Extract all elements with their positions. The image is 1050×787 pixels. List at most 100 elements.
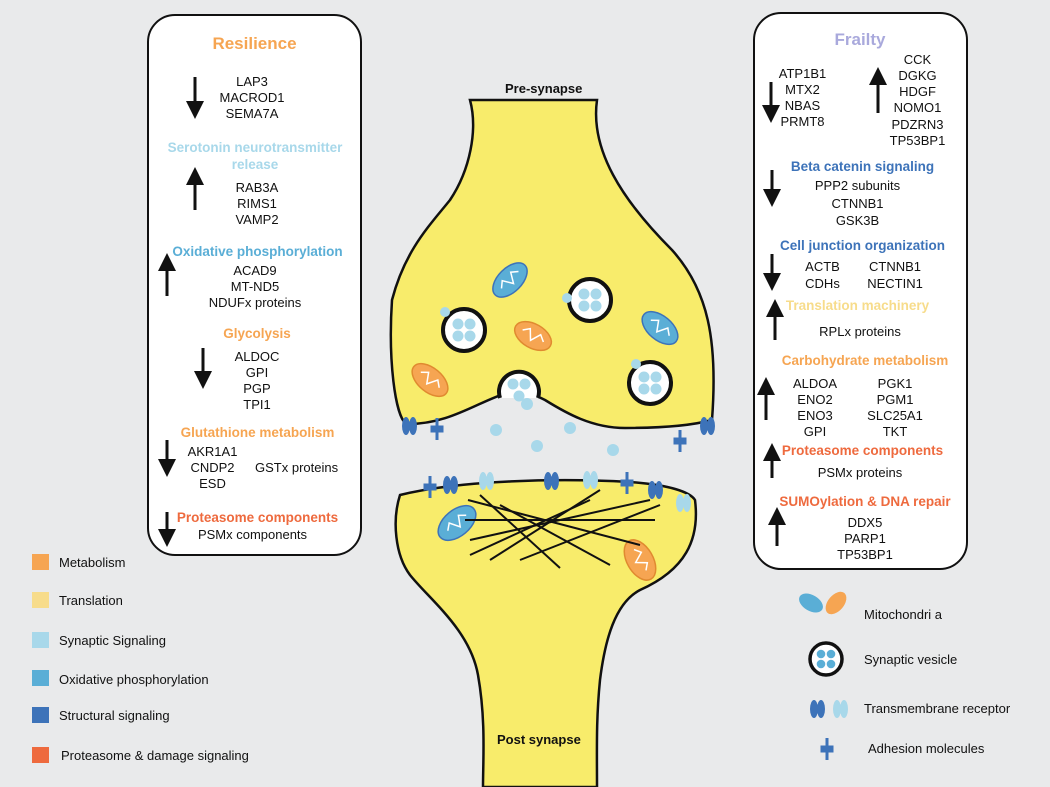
carbohydrate-gene: ENO2 <box>797 392 833 407</box>
neurotransmitter-dots <box>440 293 641 456</box>
oxphos-gene: ACAD9 <box>233 263 277 278</box>
frailty-down-gene: MTX2 <box>785 82 820 97</box>
legend-label: Oxidative phosphorylation <box>59 672 209 687</box>
proteasome-gene-left: PSMx components <box>197 527 308 542</box>
frailty-up-gene: NOMO1 <box>893 100 942 115</box>
glycolysis-gene: ALDOC <box>234 349 280 364</box>
pre-synapse-label: Pre-synapse <box>505 81 583 96</box>
cell-junction-heading: Cell junction organization <box>780 238 945 253</box>
serotonin-gene: RIMS1 <box>237 196 277 211</box>
glutathione-gene: AKR1A1 <box>187 444 238 459</box>
mitochondria-icon <box>799 593 823 613</box>
glutathione-heading: Glutathione metabolism <box>180 425 335 440</box>
glycolysis-gene: GPI <box>245 365 269 380</box>
adhesion-molecule-icon <box>423 418 687 498</box>
carbohydrate-gene: TKT <box>882 424 908 439</box>
oxphos-heading: Oxidative phosphorylation <box>172 244 343 259</box>
carbohydrate-gene: ALDOA <box>792 376 838 391</box>
mitochondria-icon <box>437 504 477 542</box>
carbohydrate-gene: GPI <box>803 424 827 439</box>
carbohydrate-heading: Carbohydrate metabolism <box>781 353 949 368</box>
post-synapse-label: Post synapse <box>497 732 581 747</box>
synaptic-vesicle-icon <box>627 360 673 406</box>
translation-heading: Translation machinery <box>785 298 930 313</box>
proteasome-gene-right: PSMx proteins <box>817 465 903 480</box>
frailty-down-gene: NBAS <box>784 98 821 113</box>
beta-catenin-gene: GSK3B <box>835 213 880 228</box>
actin-filaments <box>465 489 661 569</box>
mitochondria-icon <box>641 310 679 346</box>
legend-swatch-metabolism <box>32 554 49 570</box>
glutathione-gstx: GSTx proteins <box>255 460 339 475</box>
glycolysis-heading: Glycolysis <box>223 326 291 341</box>
carbohydrate-gene: PGK1 <box>877 376 913 391</box>
frailty-up-gene: CCK <box>903 52 932 67</box>
legend-swatch-proteasome <box>32 747 49 763</box>
legend-swatch-synaptic <box>32 632 49 648</box>
transmembrane-receptor-icon <box>402 417 715 499</box>
carbohydrate-gene: SLC25A1 <box>867 408 923 423</box>
proteasome-heading-right: Proteasome components <box>781 443 944 458</box>
legend-label: Translation <box>59 593 123 608</box>
mitochondria-icon <box>825 591 847 615</box>
resilience-panel <box>147 14 362 556</box>
transmembrane-receptor-icon <box>479 471 691 512</box>
mitochondria-icon <box>623 539 657 581</box>
resilience-gene: MACROD1 <box>219 90 285 105</box>
sumoylation-gene: DDX5 <box>847 515 883 530</box>
frailty-title: Frailty <box>834 30 886 49</box>
sumoylation-gene: TP53BP1 <box>837 547 893 562</box>
frailty-up-gene: DGKG <box>898 68 937 83</box>
serotonin-heading: Serotonin neurotransmitter <box>167 140 343 155</box>
legend-label: Adhesion molecules <box>868 741 985 756</box>
legend-label: Proteasome & damage signaling <box>61 748 249 763</box>
cell-junction-gene: CTNNB1 <box>868 259 921 274</box>
sumoylation-heading: SUMOylation & DNA repair <box>779 494 951 509</box>
glutathione-gene: CNDP2 <box>190 460 235 475</box>
sumoylation-gene: PARP1 <box>844 531 886 546</box>
carbohydrate-gene: ENO3 <box>797 408 833 423</box>
glycolysis-gene: TPI1 <box>243 397 271 412</box>
oxphos-gene: NDUFx proteins <box>208 295 302 310</box>
oxphos-gene: MT-ND5 <box>230 279 280 294</box>
legend-swatch-oxphos <box>32 670 49 686</box>
beta-catenin-gene: PPP2 subunits <box>814 178 901 193</box>
legend-swatch-structural <box>32 707 49 723</box>
cell-junction-gene: ACTB <box>805 259 840 274</box>
glycolysis-gene: PGP <box>243 381 271 396</box>
resilience-gene: SEMA7A <box>225 106 279 121</box>
synaptic-vesicle-icon <box>441 307 487 353</box>
frailty-down-gene: ATP1B1 <box>778 66 827 81</box>
beta-catenin-gene: CTNNB1 <box>831 196 884 211</box>
beta-catenin-heading: Beta catenin signaling <box>790 159 935 174</box>
legend-label: Mitochondri a <box>864 607 943 622</box>
frailty-up-gene: HDGF <box>899 84 936 99</box>
translation-gene: RPLx proteins <box>819 324 901 339</box>
fusing-vesicle-icon <box>497 369 541 402</box>
frailty-panel <box>753 12 968 570</box>
legend-label: Metabolism <box>59 555 126 570</box>
mitochondria-icon <box>411 362 449 398</box>
synaptic-vesicle-icon <box>808 641 844 677</box>
frailty-up-gene: PDZRN3 <box>891 117 944 132</box>
frailty-down-gene: PRMT8 <box>780 114 825 129</box>
frailty-up-gene: TP53BP1 <box>889 133 946 148</box>
serotonin-gene: RAB3A <box>235 180 279 195</box>
legend-label: Structural signaling <box>59 708 170 723</box>
transmembrane-receptor-icon <box>810 700 848 718</box>
legend-label: Synaptic vesicle <box>864 652 958 667</box>
resilience-gene: LAP3 <box>236 74 268 89</box>
legend-label: Synaptic Signaling <box>59 633 166 648</box>
mitochondria-icon <box>492 262 528 298</box>
proteasome-heading-left: Proteasome components <box>176 510 339 525</box>
legend-label: Transmembrane receptor <box>864 701 1011 716</box>
serotonin-gene: VAMP2 <box>235 212 279 227</box>
resilience-title: Resilience <box>212 34 297 53</box>
legend-swatch-translation <box>32 592 49 608</box>
glutathione-gene: ESD <box>199 476 226 491</box>
adhesion-molecule-icon <box>820 738 834 760</box>
carbohydrate-gene: PGM1 <box>876 392 914 407</box>
